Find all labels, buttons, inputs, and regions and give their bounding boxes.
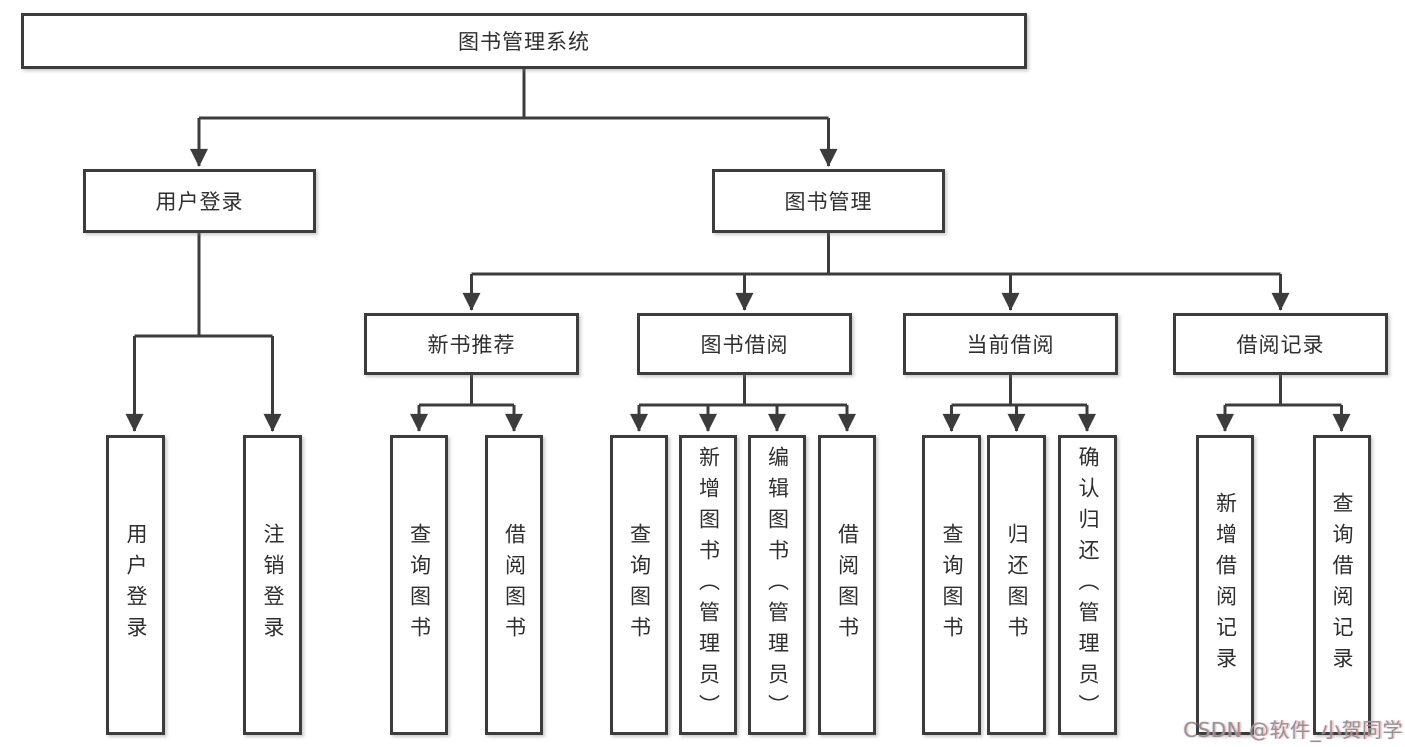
leaf-user-login: 用户登录 (106, 435, 165, 735)
leaf-query-books-borrow: 查询图书 (610, 435, 668, 735)
node-library-management-system: 图书管理系统 (21, 13, 1027, 69)
node-borrow-records: 借阅记录 (1173, 313, 1388, 375)
connector-new-book-recommend-children (410, 375, 523, 432)
node-book-management: 图书管理 (712, 169, 945, 233)
leaf-return-books: 归还图书 (987, 435, 1046, 735)
node-book-borrow: 图书借阅 (637, 313, 852, 375)
connector-borrow-records-children (1216, 375, 1351, 432)
connector-book-borrow-children (630, 375, 856, 432)
connector-user-login-children (125, 233, 282, 432)
leaf-query-books-recommend: 查询图书 (390, 435, 448, 735)
leaf-add-book-admin: 新增图书（管理员） (679, 435, 737, 735)
connector-current-borrow-children (942, 375, 1096, 432)
connector-root-to-level2 (190, 69, 838, 167)
connector-book-management-children (462, 233, 1290, 311)
node-current-borrow: 当前借阅 (903, 313, 1118, 375)
leaf-confirm-return-admin: 确认归还（管理员） (1058, 435, 1117, 735)
leaf-borrow-books: 借阅图书 (818, 435, 876, 735)
node-user-login: 用户登录 (83, 169, 316, 233)
leaf-query-books-current: 查询图书 (922, 435, 981, 735)
leaf-add-borrow-record: 新增借阅记录 (1196, 435, 1254, 735)
leaf-borrow-books-recommend: 借阅图书 (485, 435, 543, 735)
leaf-query-borrow-record: 查询借阅记录 (1312, 435, 1371, 735)
node-new-book-recommend: 新书推荐 (364, 313, 579, 375)
csdn-watermark: CSDN @软件_小贺同学 (1183, 718, 1403, 742)
leaf-edit-book-admin: 编辑图书（管理员） (748, 435, 806, 735)
leaf-logout-login: 注销登录 (243, 435, 302, 735)
